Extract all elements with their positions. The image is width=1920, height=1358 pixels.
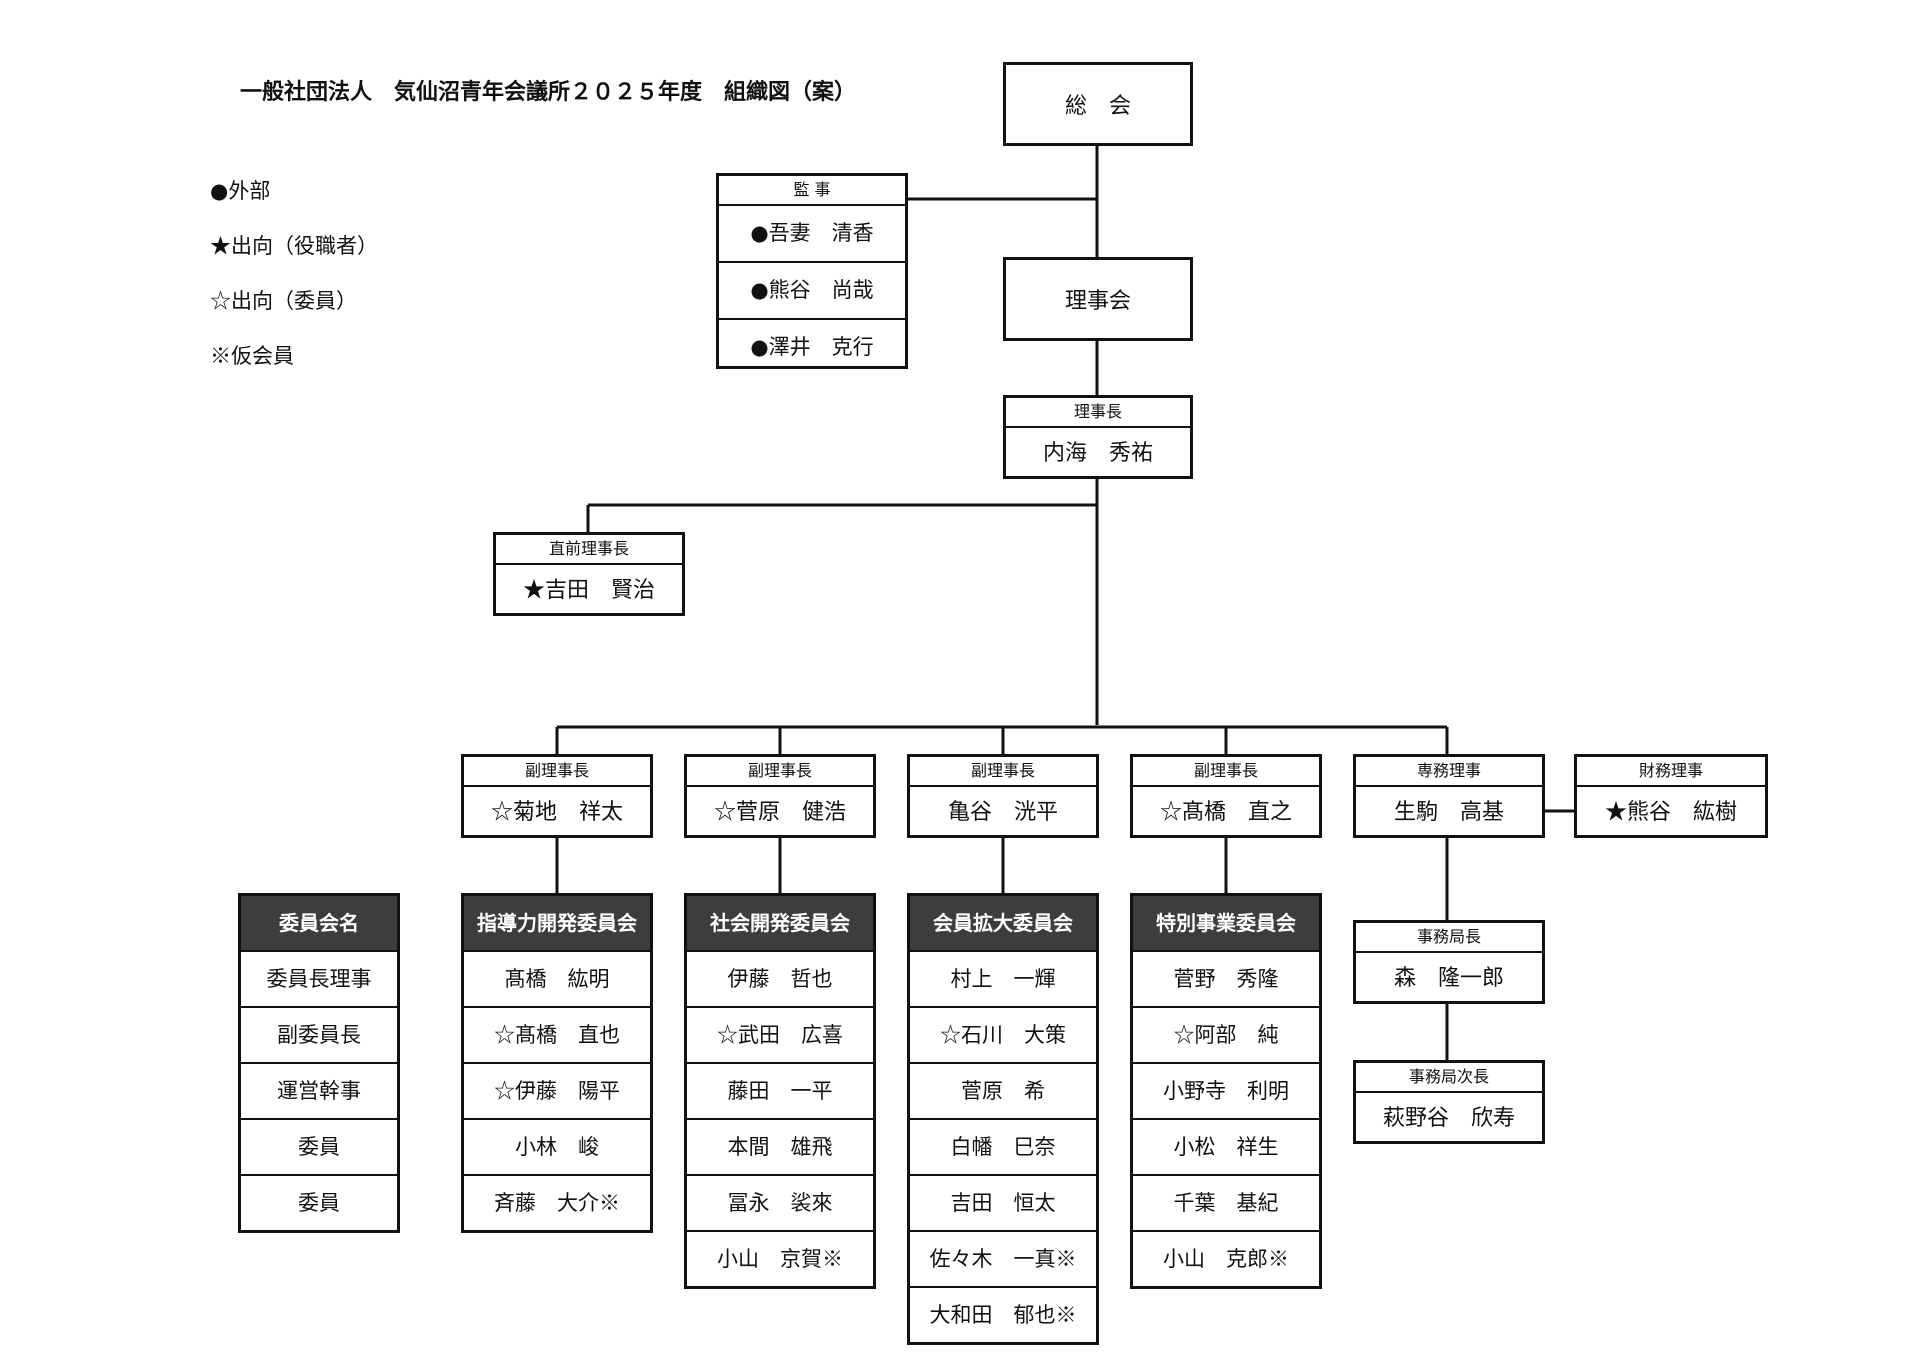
officer-box-1: 副理事長 ☆菊地 祥太 <box>461 754 653 838</box>
committee-member: 白幡 巳奈 <box>910 1120 1096 1176</box>
past-president-box: 直前理事長 ★吉田 賢治 <box>493 532 685 616</box>
committee-member: 伊藤 哲也 <box>687 952 873 1008</box>
committee-member: 冨永 裟來 <box>687 1176 873 1232</box>
secretariat-label: 事務局長 <box>1356 923 1542 953</box>
committee-member: 小山 克郎※ <box>1163 1247 1289 1271</box>
committee-member: ☆石川 大策 <box>910 1008 1096 1064</box>
committee-member: 小野寺 利明 <box>1133 1064 1319 1120</box>
committee-name: 会員拡大委員会 <box>910 896 1096 952</box>
roles-table: 委員会名 委員長理事 副委員長 運営幹事 委員 委員 <box>238 893 400 1233</box>
legend-provisional-member: ※仮会員 <box>210 344 294 368</box>
treasurer-box: 財務理事 ★熊谷 紘樹 <box>1574 754 1768 838</box>
officer-box-4: 副理事長 ☆髙橋 直之 <box>1130 754 1322 838</box>
committee-member: 本間 雄飛 <box>687 1120 873 1176</box>
committee-member: 村上 一輝 <box>910 952 1096 1008</box>
general-assembly-box: 総 会 <box>1003 62 1193 146</box>
officer-name: ☆菊地 祥太 <box>490 800 623 825</box>
officer-name: ☆菅原 健浩 <box>713 800 846 825</box>
committee-member: 千葉 基紀 <box>1133 1176 1319 1232</box>
officer-box-3: 副理事長 亀谷 洸平 <box>907 754 1099 838</box>
officer-label: 副理事長 <box>910 757 1096 787</box>
officer-name: 亀谷 洸平 <box>947 800 1058 825</box>
committee-member: 菅野 秀隆 <box>1133 952 1319 1008</box>
president-name: 内海 秀祐 <box>1042 441 1153 466</box>
committee-member: 髙橋 紘明 <box>464 952 650 1008</box>
role-row: 委員 <box>241 1120 397 1176</box>
secretariat-label: 事務局次長 <box>1356 1063 1542 1093</box>
auditor-1: ●吾妻 清香 <box>719 206 905 263</box>
committee-name: 指導力開発委員会 <box>464 896 650 952</box>
officer-label: 副理事長 <box>687 757 873 787</box>
committee-name: 特別事業委員会 <box>1133 896 1319 952</box>
committee-member: 吉田 恒太 <box>910 1176 1096 1232</box>
executive-director-box: 専務理事 生駒 高基 <box>1353 754 1545 838</box>
board-box: 理事会 <box>1003 257 1193 341</box>
roles-table-header: 委員会名 <box>241 896 397 952</box>
deputy-secretary-general-box: 事務局次長 萩野谷 欣寿 <box>1353 1060 1545 1144</box>
committee-name: 社会開発委員会 <box>687 896 873 952</box>
committee-member: 小林 峻 <box>464 1120 650 1176</box>
committee-member: 藤田 一平 <box>687 1064 873 1120</box>
officer-label: 財務理事 <box>1577 757 1765 787</box>
committee-member: ☆阿部 純 <box>1133 1008 1319 1064</box>
auditors-box: 監 事 ●吾妻 清香 ●熊谷 尚哉 ●澤井 克行 <box>716 173 908 369</box>
committee-member: 佐々木 一真※ <box>910 1232 1096 1288</box>
officer-label: 副理事長 <box>1133 757 1319 787</box>
past-president-label: 直前理事長 <box>496 535 682 565</box>
secretary-general-box: 事務局長 森 隆一郎 <box>1353 920 1545 1004</box>
officer-label: 専務理事 <box>1356 757 1542 787</box>
officer-label: 副理事長 <box>464 757 650 787</box>
role-row: 委員 <box>298 1191 340 1215</box>
committee-member: 小山 京賀※ <box>717 1247 843 1271</box>
president-label: 理事長 <box>1006 398 1190 428</box>
role-row: 運営幹事 <box>241 1064 397 1120</box>
legend-external: ●外部 <box>210 179 271 203</box>
committee-special-projects: 特別事業委員会 菅野 秀隆 ☆阿部 純 小野寺 利明 小松 祥生 千葉 基紀 小… <box>1130 893 1322 1289</box>
auditor-3: ●澤井 克行 <box>750 335 874 359</box>
officer-name: ★熊谷 紘樹 <box>1604 800 1737 825</box>
legend-seconded-officer: ★出向（役職者） <box>210 234 378 258</box>
committee-member: 小松 祥生 <box>1133 1120 1319 1176</box>
officer-box-2: 副理事長 ☆菅原 健浩 <box>684 754 876 838</box>
committee-leadership-development: 指導力開発委員会 髙橋 紘明 ☆髙橋 直也 ☆伊藤 陽平 小林 峻 斉藤 大介※ <box>461 893 653 1233</box>
auditors-label: 監 事 <box>719 176 905 206</box>
committee-member: ☆伊藤 陽平 <box>464 1064 650 1120</box>
role-row: 副委員長 <box>241 1008 397 1064</box>
past-president-name: ★吉田 賢治 <box>522 578 655 603</box>
secretariat-name: 萩野谷 欣寿 <box>1382 1106 1515 1131</box>
committee-member: 大和田 郁也※ <box>929 1303 1077 1327</box>
role-row: 委員長理事 <box>241 952 397 1008</box>
committee-member: 斉藤 大介※ <box>494 1191 620 1215</box>
page-title: 一般社団法人 気仙沼青年会議所２０２５年度 組織図（案） <box>240 80 857 105</box>
committee-member: ☆武田 広喜 <box>687 1008 873 1064</box>
officer-name: ☆髙橋 直之 <box>1159 800 1292 825</box>
secretariat-name: 森 隆一郎 <box>1393 966 1504 991</box>
officer-name: 生駒 高基 <box>1393 800 1504 825</box>
auditor-2: ●熊谷 尚哉 <box>719 263 905 320</box>
legend-seconded-member: ☆出向（委員） <box>210 289 357 313</box>
president-box: 理事長 内海 秀祐 <box>1003 395 1193 479</box>
committee-member: ☆髙橋 直也 <box>464 1008 650 1064</box>
committee-membership-expansion: 会員拡大委員会 村上 一輝 ☆石川 大策 菅原 希 白幡 巳奈 吉田 恒太 佐々… <box>907 893 1099 1345</box>
committee-social-development: 社会開発委員会 伊藤 哲也 ☆武田 広喜 藤田 一平 本間 雄飛 冨永 裟來 小… <box>684 893 876 1289</box>
committee-member: 菅原 希 <box>910 1064 1096 1120</box>
